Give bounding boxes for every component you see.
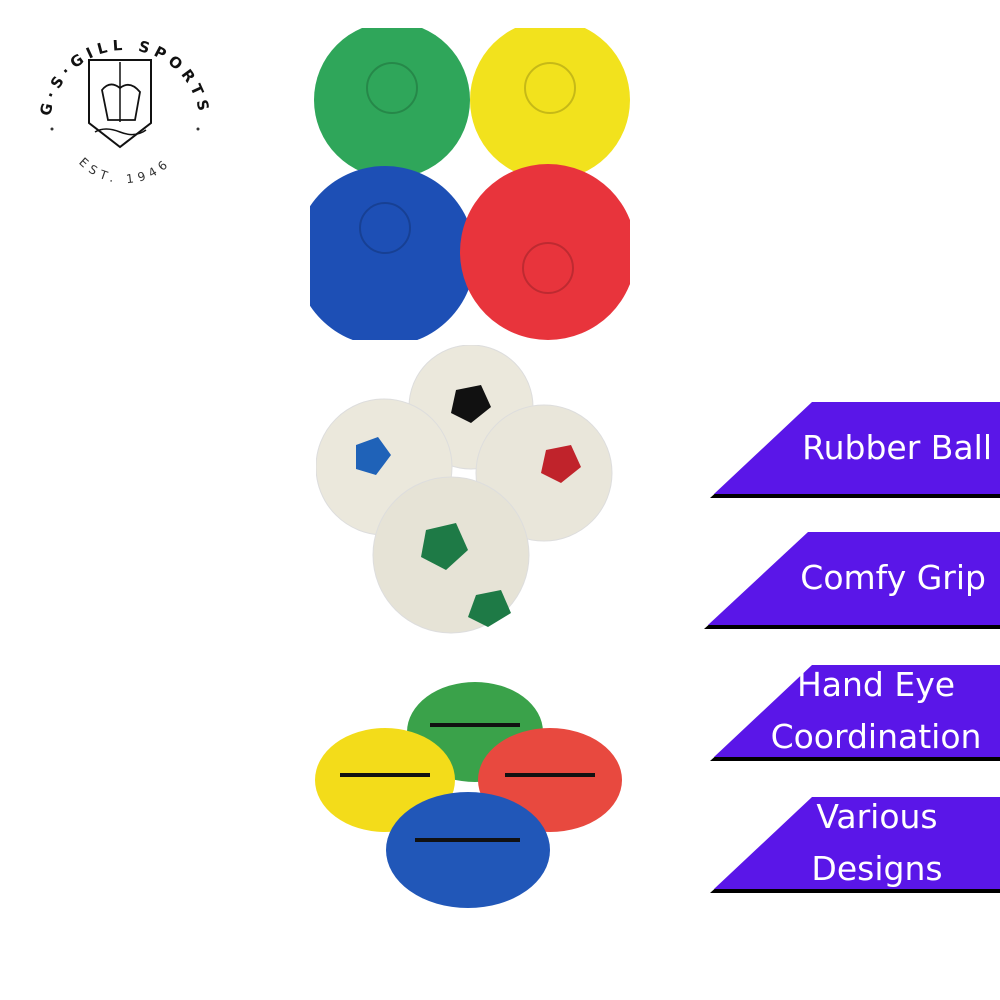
feature-label-line2: Designs <box>811 849 943 888</box>
feature-banner-rubber-ball: Rubber Ball <box>710 402 1000 498</box>
textured-rubber-balls-image <box>295 20 636 346</box>
ball-yellow <box>470 20 630 180</box>
feature-label-line1: Hand Eye <box>796 665 956 704</box>
feature-banner-comfy-grip: Comfy Grip <box>704 532 1000 629</box>
feature-label-line2: Coordination <box>770 717 982 756</box>
feature-banner-various-designs: Various Designs <box>710 797 1000 893</box>
mini-rugby-balls-image <box>310 680 630 912</box>
feature-label-line1: Various <box>816 797 938 836</box>
svg-text:EST. 1946: EST. 1946 <box>76 155 174 186</box>
ball-red <box>460 164 636 340</box>
svg-text:G·S·GILL SPORTS: G·S·GILL SPORTS <box>36 40 213 117</box>
feature-label: Comfy Grip <box>800 558 986 597</box>
soccer-pattern-balls-image <box>315 344 616 635</box>
brand-logo: G·S·GILL SPORTS EST. 1946 <box>30 36 220 190</box>
feature-label: Rubber Ball <box>802 428 992 467</box>
feature-banner-hand-eye-coordination: Hand Eye Coordination <box>710 665 1000 761</box>
ball-green <box>314 22 470 178</box>
ball-blue <box>295 166 475 346</box>
